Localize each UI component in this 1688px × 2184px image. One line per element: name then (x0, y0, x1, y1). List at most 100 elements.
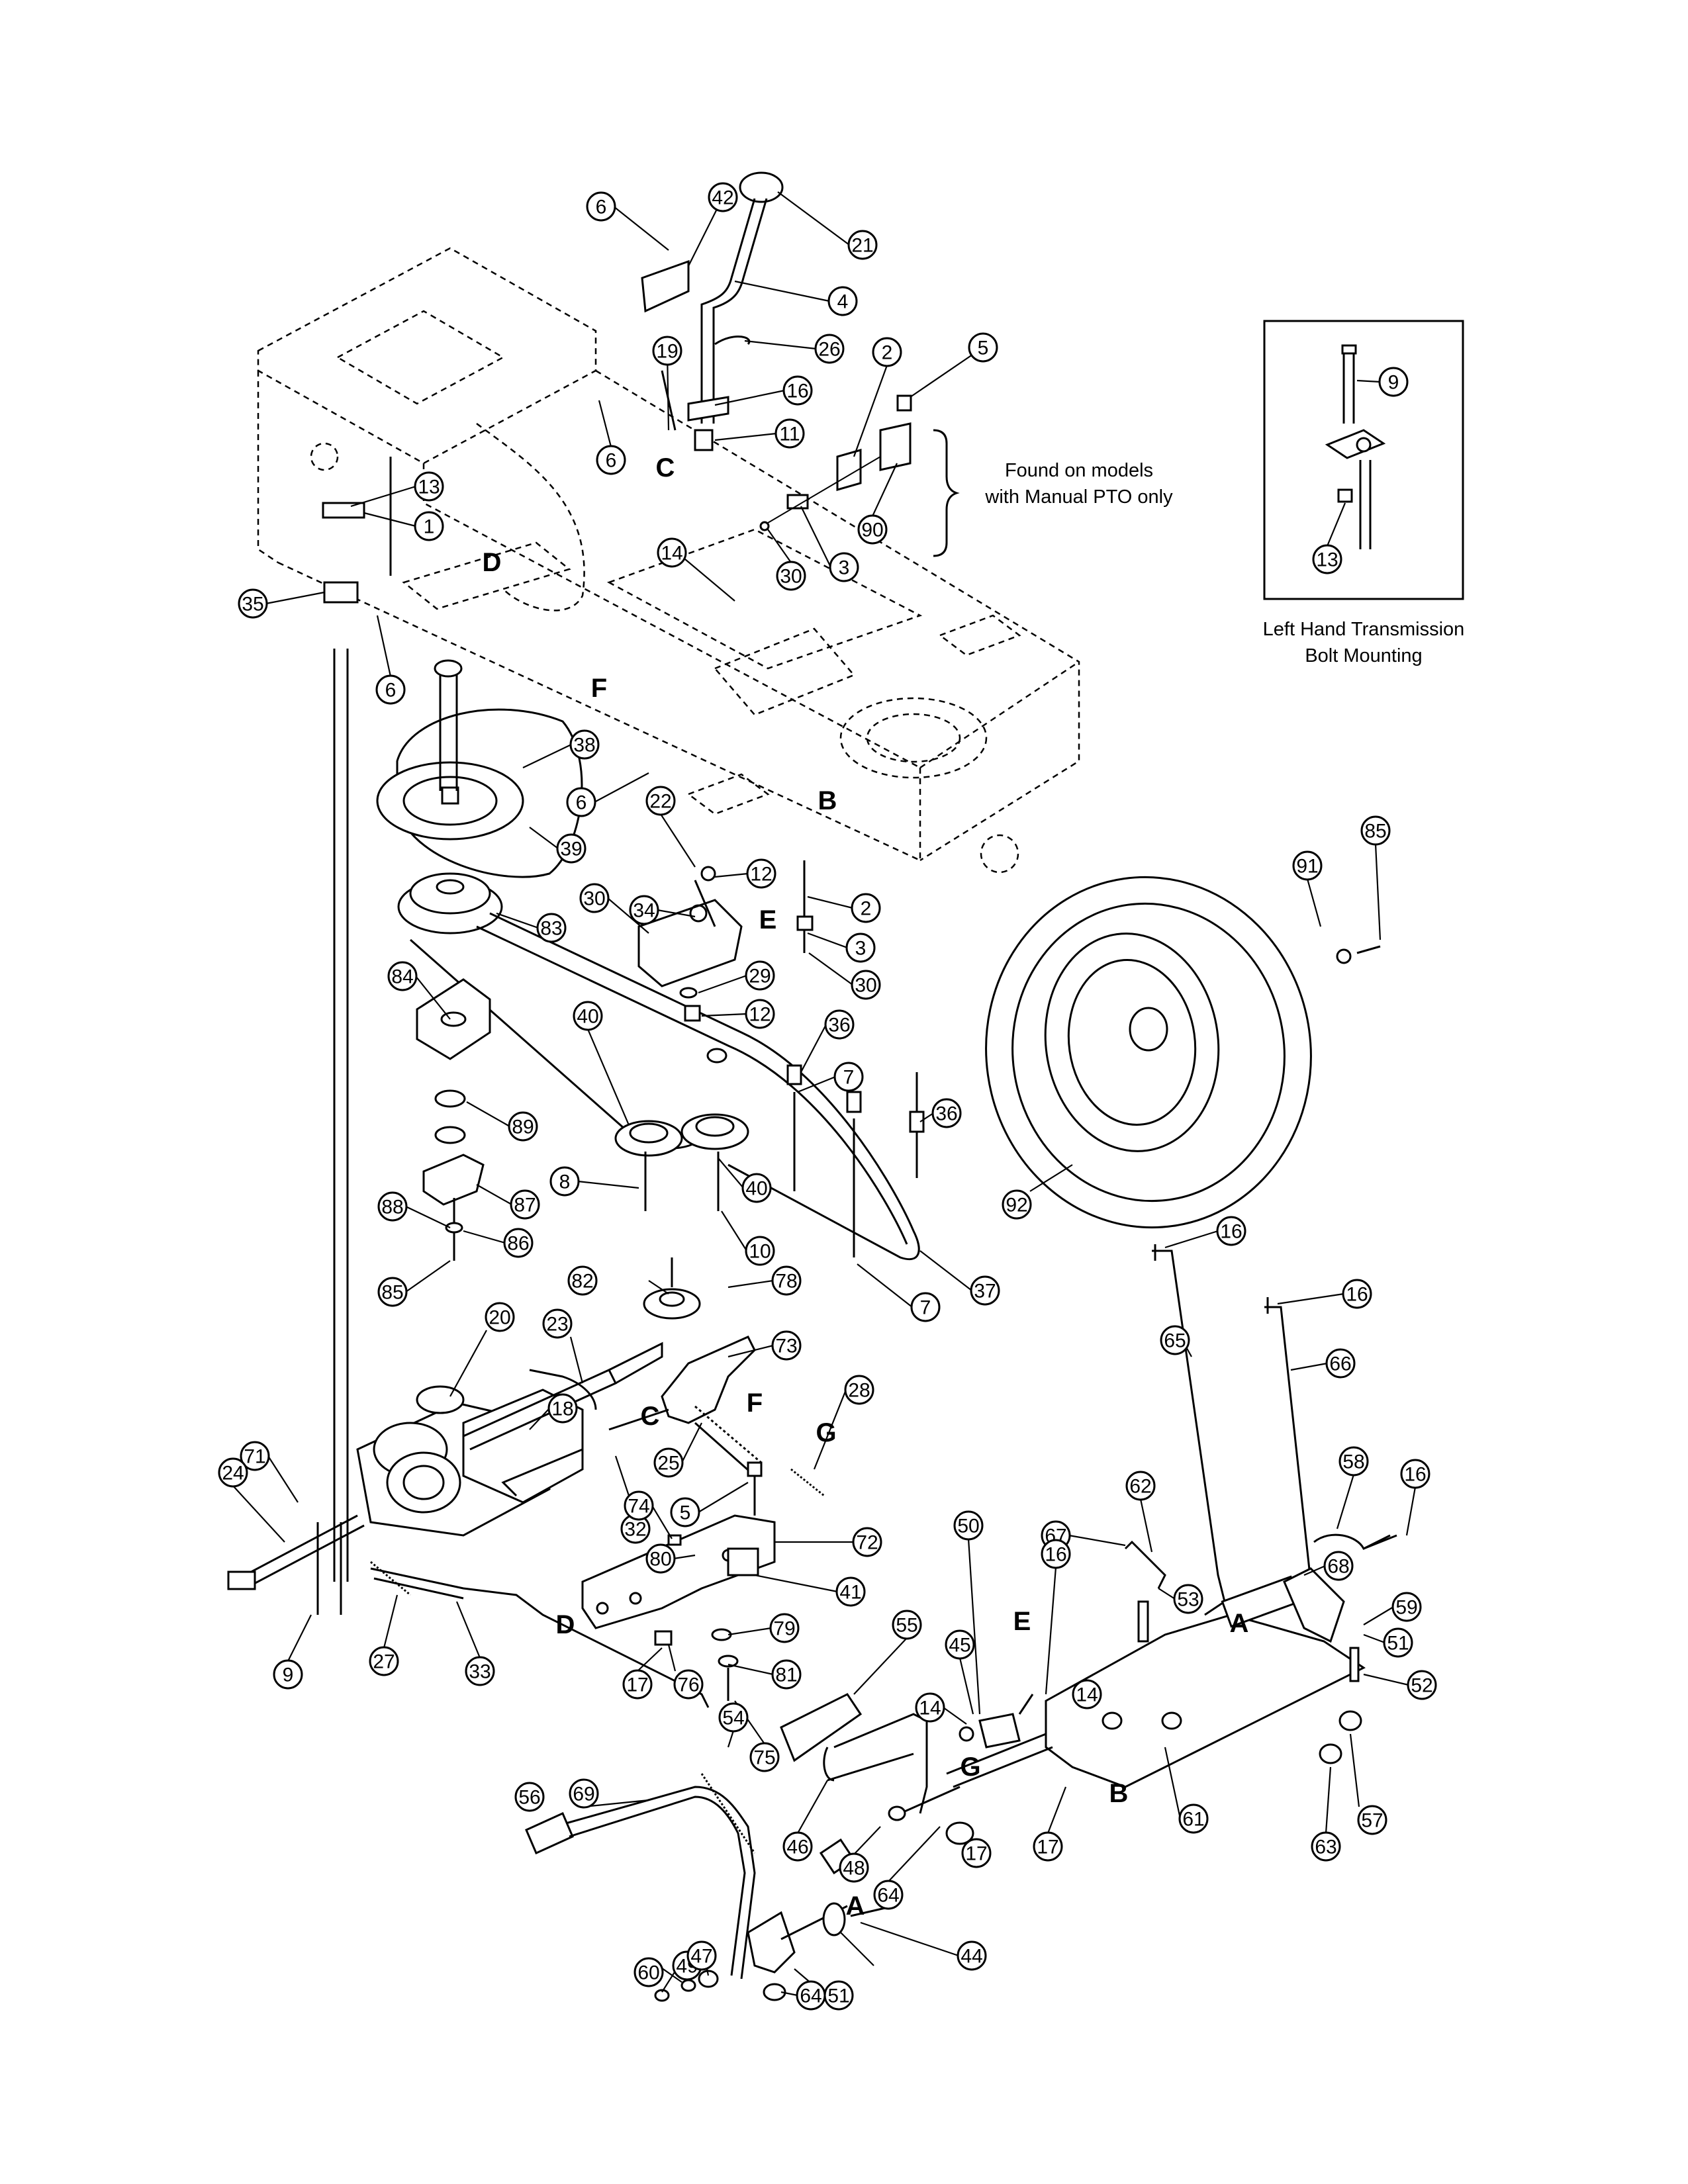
callout-6: 6 (375, 674, 406, 705)
callout-number: 17 (965, 1843, 987, 1865)
callout-92: 92 (1002, 1189, 1032, 1220)
callout-circle (844, 1375, 874, 1405)
reference-letter-d: D (483, 548, 502, 577)
callout-number: 63 (1315, 1837, 1336, 1858)
callout-3: 3 (845, 933, 876, 963)
callout-84: 84 (387, 961, 418, 991)
callout-circle (1360, 815, 1391, 846)
callout-circle (769, 1613, 800, 1643)
callout-number: 38 (573, 735, 595, 756)
notes: Found on models with Manual PTO only Lef… (984, 460, 1464, 666)
callout-9: 9 (273, 1659, 303, 1690)
callout-circle (745, 1236, 775, 1266)
callout-number: 28 (848, 1380, 870, 1402)
callout-circle (536, 913, 567, 943)
callout-circle (847, 230, 878, 260)
callout-circle (586, 191, 616, 222)
callout-circle (240, 1441, 270, 1471)
callout-36: 36 (931, 1098, 962, 1128)
manual-pto-note-line2: with Manual PTO only (984, 486, 1173, 508)
callout-12: 12 (745, 999, 775, 1029)
callout-circle (569, 729, 600, 760)
callout-circle (931, 1098, 962, 1128)
callout-number: 27 (373, 1651, 395, 1673)
callout-circle (708, 182, 738, 212)
callout-51: 51 (1383, 1627, 1413, 1658)
callout-number: 81 (775, 1664, 797, 1686)
callout-40: 40 (573, 1001, 603, 1031)
motion-bracket (416, 978, 491, 1261)
callout-number: 16 (1045, 1544, 1066, 1566)
callout-number: 48 (843, 1858, 865, 1880)
inset-title-line2: Bolt Mounting (1305, 645, 1422, 666)
callout-number: 25 (657, 1453, 679, 1475)
callout-circle (1312, 544, 1342, 574)
callout-30: 30 (776, 561, 806, 591)
callout-91: 91 (1292, 850, 1323, 881)
callout-circle (503, 1228, 534, 1258)
pto-bracket (759, 394, 912, 531)
callout-16: 16 (1216, 1216, 1246, 1246)
callout-11: 11 (774, 418, 805, 449)
callout-number: 11 (779, 424, 800, 445)
pedal-assembly (946, 1533, 1397, 1788)
callout-circle (782, 1831, 813, 1862)
callout-80: 80 (645, 1543, 676, 1574)
callout-circle (953, 1510, 984, 1541)
callout-circle (771, 1659, 802, 1690)
callout-78: 78 (771, 1265, 802, 1296)
callout-34: 34 (629, 895, 659, 925)
callout-29: 29 (745, 960, 775, 991)
callout-64: 64 (796, 1980, 826, 2011)
callout-14: 14 (915, 1692, 945, 1723)
callout-number: 9 (283, 1664, 294, 1686)
callout-circle (746, 858, 776, 889)
callout-number: 1 (424, 516, 435, 538)
callout-circle (624, 1490, 654, 1521)
callout-number: 71 (244, 1446, 265, 1468)
callout-number: 22 (649, 791, 671, 813)
callout-85: 85 (1360, 815, 1391, 846)
callout-circle (823, 1980, 854, 2011)
callout-number: 13 (418, 477, 440, 498)
callout-47: 47 (686, 1940, 717, 1971)
callout-number: 78 (775, 1271, 797, 1293)
callout-circle (915, 1692, 945, 1723)
callout-number: 5 (978, 338, 989, 359)
callout-circle (510, 1189, 540, 1220)
callout-number: 51 (1387, 1633, 1409, 1655)
callout-circle (556, 833, 586, 864)
rods (322, 457, 392, 1582)
callout-circle (827, 286, 858, 316)
callout-circle (573, 1001, 603, 1031)
callout-14: 14 (657, 537, 687, 568)
callout-number: 30 (780, 566, 802, 588)
callout-73: 73 (771, 1330, 802, 1361)
callout-51: 51 (823, 1980, 854, 2011)
reference-letter-a: A (1230, 1609, 1249, 1638)
reference-letter-f: F (591, 674, 607, 703)
callout-circle (873, 1880, 904, 1910)
callout-number: 74 (628, 1496, 649, 1518)
callout-number: 34 (633, 900, 655, 922)
callout-87: 87 (510, 1189, 540, 1220)
callout-16: 16 (1342, 1279, 1372, 1309)
callout-46: 46 (782, 1831, 813, 1862)
callout-number: 30 (855, 975, 876, 997)
lift-handle (525, 1773, 894, 2002)
callout-circle (814, 334, 845, 364)
callout-number: 60 (637, 1962, 659, 1984)
callout-circle (273, 1659, 303, 1690)
callout-circle (1173, 1584, 1203, 1614)
callout-circle (414, 511, 444, 541)
callout-3: 3 (829, 552, 859, 582)
callout-circle (745, 960, 775, 991)
callout-60: 60 (633, 1957, 664, 1987)
brake-pedal (780, 1693, 974, 1845)
callout-number: 85 (381, 1282, 403, 1304)
callout-circle (968, 332, 998, 363)
callout-circle (839, 1852, 869, 1883)
callout-6: 6 (596, 445, 626, 475)
